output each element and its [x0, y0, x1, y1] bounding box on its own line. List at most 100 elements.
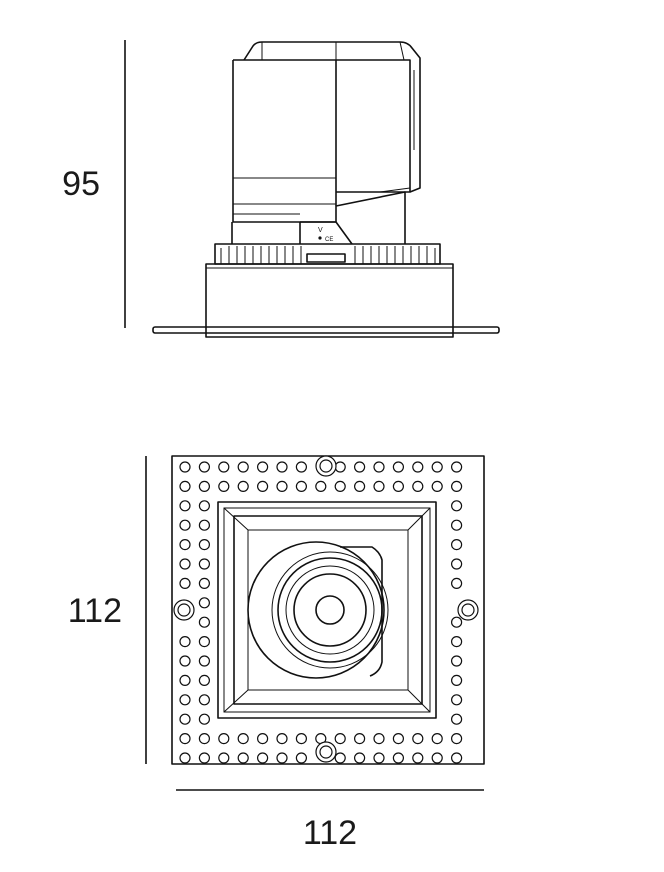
perforation-hole	[334, 732, 346, 745]
perforation-hole	[198, 635, 210, 648]
perforation-hole	[431, 480, 443, 492]
perforation-hole	[354, 461, 366, 473]
perforation-hole	[354, 480, 366, 492]
perforation-hole	[373, 732, 385, 745]
neck-connector: V CE	[231, 191, 406, 245]
perforation-hole	[451, 577, 463, 590]
perforation-hole	[218, 480, 230, 492]
gimbal-ring	[247, 541, 385, 679]
perforation-hole	[451, 558, 463, 570]
perforation-hole	[198, 480, 210, 492]
perforation-hole	[276, 480, 288, 492]
perforation-hole	[451, 480, 463, 492]
perforation-hole	[334, 461, 346, 473]
perforation-hole	[257, 732, 269, 745]
perforation-hole	[354, 732, 366, 745]
perforation-hole	[451, 538, 463, 551]
perforation-hole	[392, 732, 404, 745]
perforation-hole	[451, 616, 463, 628]
perforation-hole	[451, 732, 463, 745]
perforation-hole	[276, 461, 288, 473]
perforation-hole	[451, 674, 463, 687]
perforation-hole	[179, 655, 191, 667]
perforation-hole	[198, 461, 210, 473]
perforation-hole	[451, 519, 463, 531]
heat-sink-ring	[214, 243, 441, 265]
perforation-hole	[179, 732, 191, 745]
perforation-hole	[179, 500, 191, 512]
perforation-hole	[451, 500, 463, 512]
perforation-hole	[237, 752, 249, 764]
perforation-hole	[198, 577, 210, 590]
front-width-dimension-label: 112	[303, 814, 357, 852]
trim-housing	[205, 263, 454, 338]
front-height-dimension-label: 112	[68, 592, 122, 630]
perforation-hole	[237, 461, 249, 473]
perforation-hole	[295, 752, 307, 764]
perforation-hole	[451, 752, 463, 764]
perforation-hole	[218, 732, 230, 745]
perforation-hole	[431, 732, 443, 745]
perforation-hole	[179, 558, 191, 570]
perforation-hole	[392, 752, 404, 764]
perforation-hole	[198, 694, 210, 706]
perforation-hole	[257, 461, 269, 473]
svg-text:V: V	[318, 227, 323, 234]
inner-trim	[217, 501, 437, 719]
perforation-hole	[276, 752, 288, 764]
perforation-hole	[198, 752, 210, 764]
perforation-hole	[198, 655, 210, 667]
perforation-hole	[295, 461, 307, 473]
perforation-hole	[354, 752, 366, 764]
perforation-hole	[257, 480, 269, 492]
perforation-hole	[431, 461, 443, 473]
height-dimension-label: 95	[62, 165, 100, 203]
perforation-hole	[218, 461, 230, 473]
perforation-hole	[276, 732, 288, 745]
perforation-hole	[179, 752, 191, 764]
perforation-hole	[392, 461, 404, 473]
perforation-hole	[198, 519, 210, 531]
perforation-hole	[412, 480, 424, 492]
perforation-hole	[179, 519, 191, 531]
perforation-hole	[218, 752, 230, 764]
perforation-hole	[373, 461, 385, 473]
perforation-hole	[451, 461, 463, 473]
perforation-hole	[198, 538, 210, 551]
perforation-hole	[431, 752, 443, 764]
perforation-hole	[392, 480, 404, 492]
perforation-hole	[198, 597, 210, 609]
perforation-hole	[198, 732, 210, 745]
perforation-hole	[451, 655, 463, 667]
perforation-hole	[179, 694, 191, 706]
front-view: 112 112	[68, 455, 485, 852]
driver-body	[232, 41, 421, 223]
perforation-hole	[451, 694, 463, 706]
perforation-hole	[198, 558, 210, 570]
perforation-hole	[315, 480, 327, 492]
lens-icon	[315, 595, 345, 625]
perforation-hole	[198, 616, 210, 628]
perforation-hole	[412, 461, 424, 473]
side-view: 95 V CE	[62, 40, 500, 338]
perforation-hole	[198, 674, 210, 687]
perforation-hole	[412, 732, 424, 745]
perforation-hole	[179, 577, 191, 590]
perforation-hole	[179, 538, 191, 551]
perforation-hole	[373, 480, 385, 492]
perforation-hole	[373, 752, 385, 764]
perforation-hole	[451, 635, 463, 648]
perforation-hole	[179, 461, 191, 473]
perforation-hole	[179, 713, 191, 725]
perforation-hole	[237, 732, 249, 745]
lens-assembly	[247, 541, 389, 679]
perforation-hole	[334, 480, 346, 492]
perforation-hole	[179, 635, 191, 648]
svg-text:CE: CE	[325, 237, 333, 243]
perforation-hole	[179, 674, 191, 687]
mounting-flange	[152, 326, 500, 334]
perforation-hole	[334, 752, 346, 764]
perforation-hole	[451, 713, 463, 725]
perforation-hole	[412, 752, 424, 764]
